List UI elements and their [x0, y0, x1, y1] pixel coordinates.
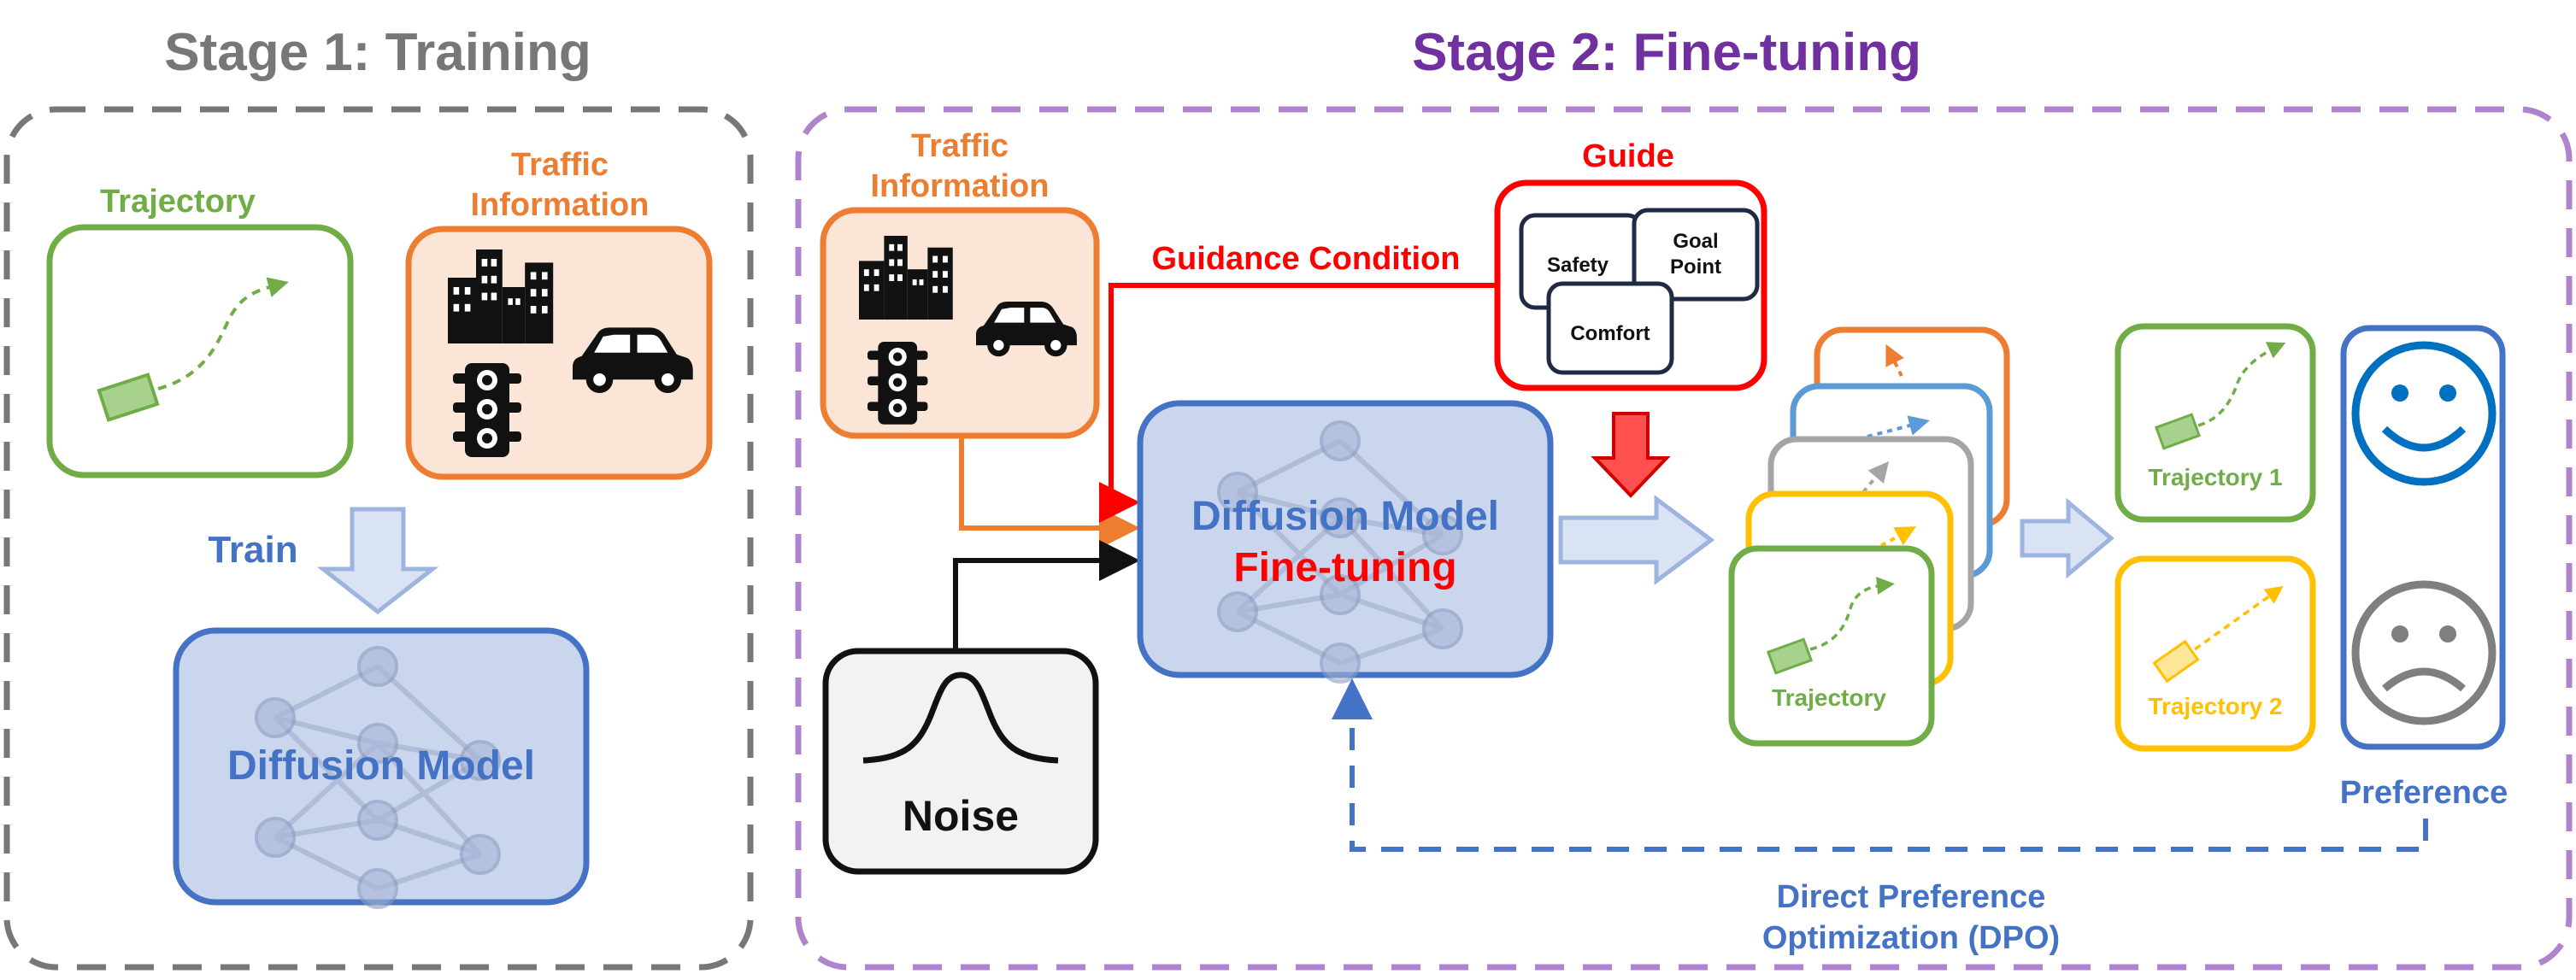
goal-card: [1632, 208, 1760, 302]
trajectory-2-vehicle-icon: [2152, 639, 2200, 684]
dpo-label-2: Optimization (DPO): [1762, 920, 2060, 956]
trajectory-1-vehicle-icon: [2154, 413, 2202, 450]
trajectory-1-path: [2197, 342, 2286, 427]
goal-label-2: Point: [1670, 255, 1721, 279]
trajectory-2-label: Trajectory 2: [2148, 693, 2282, 719]
sad-face-icon: [2351, 580, 2497, 725]
safety-label: Safety: [1547, 254, 1609, 277]
guidance-label: Guidance Condition: [1152, 241, 1461, 277]
train-arrow: [316, 507, 439, 615]
stack-path-orange: [1885, 343, 1904, 377]
comfort-label: Comfort: [1570, 322, 1650, 345]
stage2-traffic-label-2: Information: [871, 168, 1050, 204]
stage1-traffic-label-2: Information: [471, 187, 650, 223]
goal-label-1: Goal: [1673, 230, 1718, 253]
guidance-arrow: [1099, 283, 1496, 523]
noise-box: [822, 648, 1099, 875]
stage2-model-label-1: Diffusion Model: [1191, 494, 1499, 539]
stage1-vehicle-icon: [97, 373, 160, 422]
stage1-trajectory-box: [46, 224, 354, 478]
gaussian-curve-icon: [862, 672, 1059, 764]
trajectory-2-path: [2193, 585, 2284, 651]
trajectory-1-card: [2114, 323, 2316, 523]
happy-face-icon: [2351, 341, 2497, 486]
stage1-frame: [3, 106, 754, 971]
stage2-title: Stage 2: Fine-tuning: [1412, 23, 1921, 82]
noise-to-model-arrow: [953, 540, 1140, 651]
stack-to-candidates-arrow: [2020, 497, 2114, 579]
stage2-model-label-2: Fine-tuning: [1233, 545, 1456, 590]
traffic-to-model-arrow: [959, 436, 1140, 549]
stage1-model-label: Diffusion Model: [227, 743, 535, 789]
stack-vehicle-icon: [1766, 637, 1814, 675]
stack-card-green: [1728, 545, 1935, 747]
train-label: Train: [208, 529, 297, 571]
stage1-trajectory-path: [157, 277, 289, 390]
stage1-traffic-label-1: Traffic: [511, 147, 609, 183]
stack-trajectory-label: Trajectory: [1772, 684, 1886, 711]
stage2-traffic-label-1: Traffic: [911, 128, 1009, 164]
stage1-trajectory-label: Trajectory: [100, 184, 256, 220]
stage1-title: Stage 1: Training: [164, 23, 591, 82]
trajectory-1-label: Trajectory 1: [2148, 464, 2282, 490]
guide-down-arrow: [1591, 412, 1671, 498]
trajectory-2-card: [2114, 555, 2316, 752]
dpo-label-1: Direct Preference: [1777, 879, 2046, 915]
model-to-stack-arrow: [1558, 495, 1715, 585]
stack-path-yellow: [1862, 526, 1917, 557]
dpo-feedback-arrow: [1332, 678, 2428, 852]
comfort-card: [1546, 281, 1674, 375]
noise-label: Noise: [903, 792, 1019, 840]
preference-label: Preference: [2340, 775, 2508, 811]
stage2-frame: [795, 106, 2573, 971]
stack-trajectory-path: [1809, 576, 1895, 651]
guide-label: Guide: [1582, 138, 1674, 174]
